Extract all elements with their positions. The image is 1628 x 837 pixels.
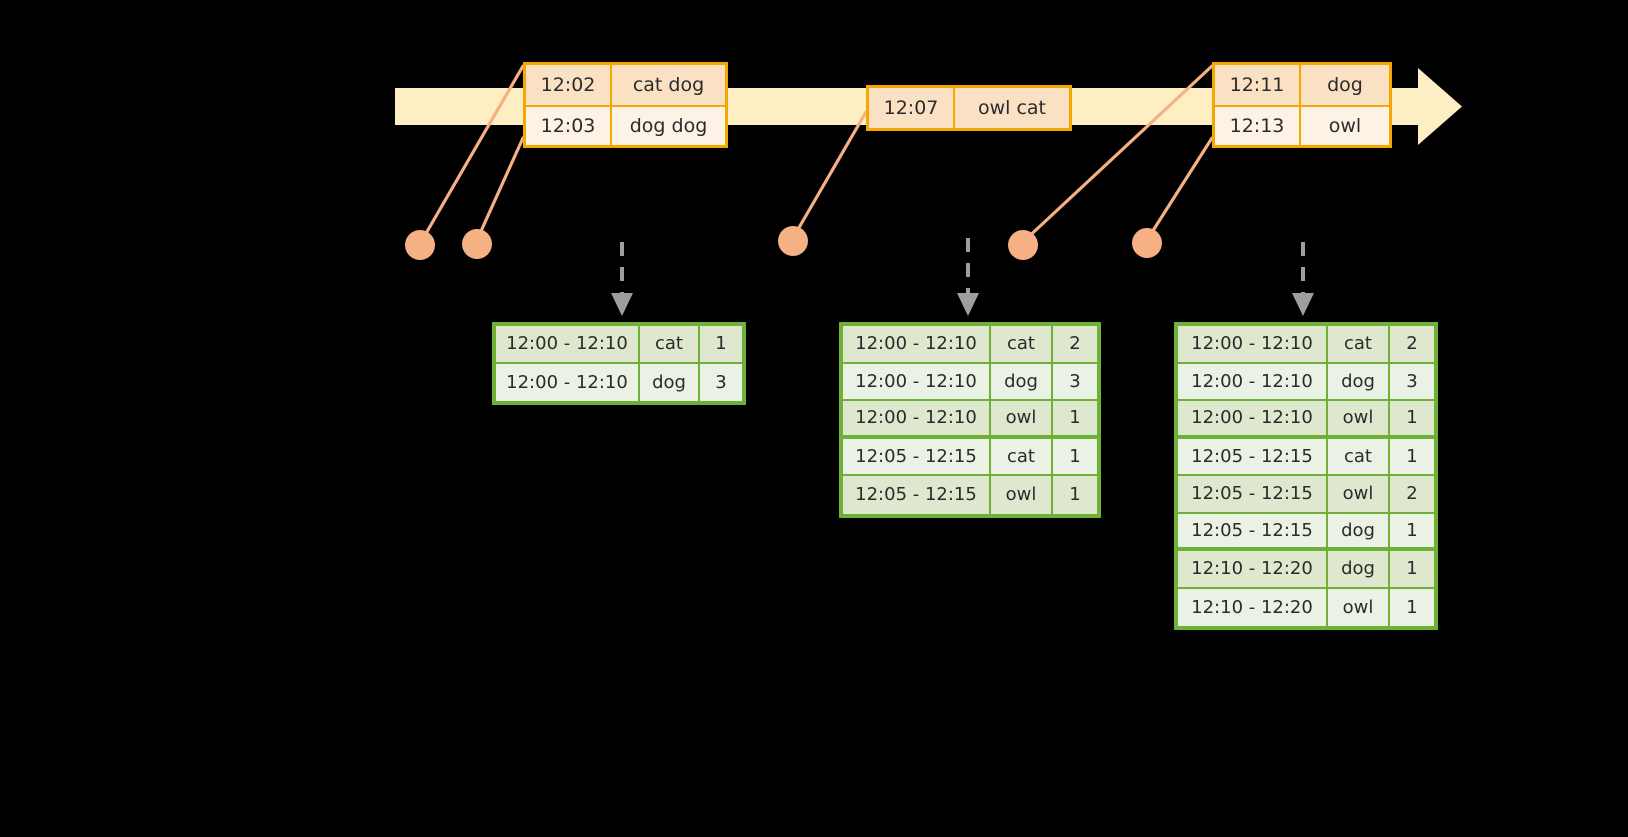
emit-arrow-3 [1292,242,1314,316]
event-row[interactable]: 12:02 cat dog [526,65,725,105]
event-words: owl [1328,115,1362,137]
event-group-1[interactable]: 12:02 cat dog 12:03 dog dog [523,62,728,148]
event-words: owl cat [977,97,1047,119]
window-cell: 12:00 - 12:10 [496,363,640,401]
word-cell: cat [991,326,1053,362]
emit-arrow-2 [957,238,979,316]
count-cell: 2 [1069,333,1081,355]
word-cell: dog [1328,363,1390,399]
window-cell: 12:00 - 12:10 [1178,363,1328,399]
count-cell: 3 [1406,370,1418,392]
window-cell: 12:05 - 12:15 [1178,513,1328,547]
event-time: 12:13 [1215,107,1301,145]
event-words: dog dog [629,115,708,137]
word-cell: dog [640,363,700,401]
window-cell: 12:00 - 12:10 [843,401,991,435]
window-cell: 12:05 - 12:15 [843,438,991,474]
count-cell: 1 [1406,558,1418,580]
event-row[interactable]: 12:07 owl cat [869,88,1069,128]
count-cell: 1 [1069,445,1081,467]
window-cell: 12:05 - 12:15 [1178,476,1328,512]
count-cell: 1 [1406,445,1418,467]
event-time: 12:11 [1215,65,1301,105]
word-cell: cat [1328,326,1390,362]
marker-dot-2 [462,229,492,259]
marker-dots [405,226,1162,260]
count-cell: 1 [1406,519,1418,541]
word-cell: owl [991,401,1053,435]
count-cell: 2 [1406,333,1418,355]
word-cell: cat [1328,438,1390,474]
window-cell: 12:00 - 12:10 [843,326,991,362]
word-cell: owl [1328,588,1390,626]
window-cell: 12:05 - 12:15 [843,476,991,514]
count-cell: 1 [1069,407,1081,429]
event-time: 12:03 [526,107,612,145]
word-cell: owl [1328,476,1390,512]
marker-dot-3 [778,226,808,256]
window-cell: 12:05 - 12:15 [1178,438,1328,474]
event-words: dog [1327,74,1363,96]
event-row[interactable]: 12:13 owl [1215,105,1389,145]
count-cell: 1 [1406,407,1418,429]
window-cell: 12:10 - 12:20 [1178,551,1328,587]
window-cell: 12:10 - 12:20 [1178,588,1328,626]
count-cell: 1 [1406,596,1418,618]
emit-arrows [611,238,1314,316]
event-time: 12:02 [526,65,612,105]
marker-dot-5 [1132,228,1162,258]
emit-arrow-1 [611,242,633,316]
count-cell: 3 [1069,370,1081,392]
window-cell: 12:00 - 12:10 [496,326,640,362]
event-row[interactable]: 12:11 dog [1215,65,1389,105]
marker-dot-1 [405,230,435,260]
event-words: cat dog [632,74,705,96]
count-cell: 3 [715,371,727,393]
word-cell: cat [640,326,700,362]
count-cell: 1 [715,333,727,355]
word-cell: dog [1328,551,1390,587]
event-time: 12:07 [869,88,955,128]
word-cell: cat [991,438,1053,474]
window-cell: 12:00 - 12:10 [1178,326,1328,362]
event-row[interactable]: 12:03 dog dog [526,105,725,145]
word-cell: dog [1328,513,1390,547]
word-cell: owl [991,476,1053,514]
count-cell: 1 [1069,484,1081,506]
event-group-2[interactable]: 12:07 owl cat [866,85,1072,131]
word-cell: owl [1328,401,1390,435]
marker-dot-4 [1008,230,1038,260]
window-cell: 12:00 - 12:10 [843,363,991,399]
word-cell: dog [991,363,1053,399]
count-cell: 2 [1406,483,1418,505]
event-group-3[interactable]: 12:11 dog 12:13 owl [1212,62,1392,148]
window-cell: 12:00 - 12:10 [1178,401,1328,435]
